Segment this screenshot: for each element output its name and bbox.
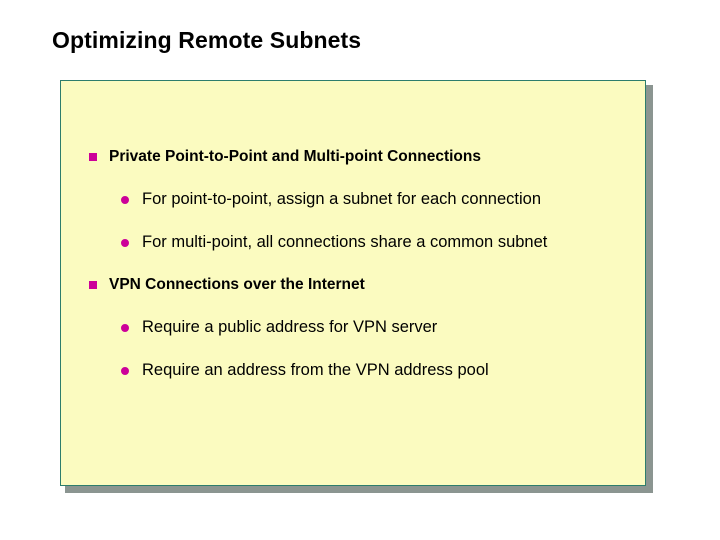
list-item: Private Point-to-Point and Multi-point C… (61, 147, 645, 166)
list-item-label: VPN Connections over the Internet (109, 276, 365, 293)
round-bullet-icon (121, 232, 142, 253)
bullet-list: Private Point-to-Point and Multi-point C… (61, 81, 645, 403)
round-bullet-icon (121, 317, 142, 338)
list-item: Require a public address for VPN server (61, 317, 645, 338)
list-item-label: Require a public address for VPN server (142, 318, 438, 336)
list-item-label: Private Point-to-Point and Multi-point C… (109, 148, 481, 165)
content-panel: Private Point-to-Point and Multi-point C… (60, 80, 646, 486)
round-bullet-icon (121, 360, 142, 381)
list-item: VPN Connections over the Internet (61, 275, 645, 294)
square-bullet-icon (89, 275, 109, 294)
list-item: Require an address from the VPN address … (61, 360, 645, 381)
square-bullet-icon (89, 147, 109, 166)
list-item-label: Require an address from the VPN address … (142, 361, 489, 379)
page-title: Optimizing Remote Subnets (52, 27, 362, 53)
list-item: For multi-point, all connections share a… (61, 232, 645, 253)
list-item: For point-to-point, assign a subnet for … (61, 189, 645, 210)
list-item-label: For point-to-point, assign a subnet for … (142, 190, 541, 208)
round-bullet-icon (121, 189, 142, 210)
list-item-label: For multi-point, all connections share a… (142, 233, 548, 251)
